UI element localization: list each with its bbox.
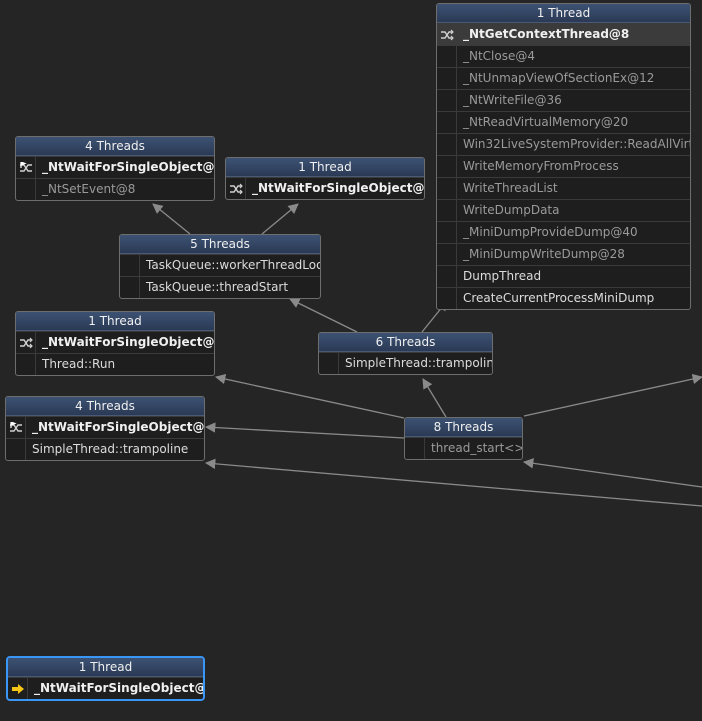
edge-8threads-to-6threads xyxy=(422,378,447,418)
edge-offscreen-to-4threads-b xyxy=(204,458,702,507)
frame-label: CreateCurrentProcessMiniDump xyxy=(463,291,655,305)
stack-frame[interactable]: _NtUnmapViewOfSectionEx@12 xyxy=(437,67,690,89)
frame-label: _NtSetEvent@8 xyxy=(42,182,136,196)
frame-label: _MiniDumpWriteDump@28 xyxy=(463,247,625,261)
frame-label: WriteMemoryFromProcess xyxy=(463,159,619,173)
frame-label: _MiniDumpProvideDump@40 xyxy=(463,225,638,239)
stack-frame[interactable]: TaskQueue::workerThreadLoop xyxy=(120,254,320,276)
edge-6threads-to-5threads xyxy=(289,298,358,333)
stack-frame[interactable]: _NtGetContextThread@8 xyxy=(437,23,690,45)
stack-node-4-threads-wait[interactable]: 4 Threads _NtWaitForSingleObject@12 _NtS… xyxy=(15,136,215,201)
edge-offscreen-to-8threads xyxy=(522,458,702,488)
stack-frame[interactable]: _NtReadVirtualMemory@20 xyxy=(437,111,690,133)
current-thread-arrow-icon xyxy=(8,678,28,699)
node-header: 1 Thread xyxy=(226,158,424,177)
stack-frame[interactable]: SimpleThread::trampoline xyxy=(319,352,492,374)
edge-8threads-to-offscreen-right xyxy=(523,373,702,417)
stack-node-1-thread-current[interactable]: 1 Thread _NtWaitForSingleObject@12 xyxy=(6,656,205,701)
stack-frame[interactable]: _NtClose@4 xyxy=(437,45,690,67)
stack-node-1-thread-run[interactable]: 1 Thread _NtWaitForSingleObject@12 Threa… xyxy=(15,311,215,376)
frame-label: SimpleThread::trampoline xyxy=(345,356,492,370)
frame-label: _NtClose@4 xyxy=(463,49,536,63)
stack-node-1-thread-dump[interactable]: 1 Thread _NtGetContextThread@8 _NtClose@… xyxy=(436,3,691,310)
threads-switch-icon xyxy=(226,178,246,199)
node-header: 1 Thread xyxy=(8,658,203,677)
frame-label: _NtWaitForSingleObject@12 xyxy=(42,335,214,349)
node-header: 4 Threads xyxy=(16,137,214,156)
frame-label: _NtWaitForSingleObject@12 xyxy=(252,181,424,195)
stack-frame[interactable]: _NtWaitForSingleObject@12 xyxy=(6,416,204,438)
stack-node-6-threads-trampoline[interactable]: 6 Threads SimpleThread::trampoline xyxy=(318,332,493,375)
stack-frame[interactable]: CreateCurrentProcessMiniDump xyxy=(437,287,690,309)
edge-8threads-to-1thread-c xyxy=(214,373,405,419)
frame-label: _NtWaitForSingleObject@12 xyxy=(32,420,204,434)
frame-label: _NtWaitForSingleObject@12 xyxy=(42,160,214,174)
stack-frame[interactable]: Thread::Run xyxy=(16,353,214,375)
frame-label: thread_start<> xyxy=(431,441,522,455)
frame-label: WriteThreadList xyxy=(463,181,558,195)
node-header: 8 Threads xyxy=(405,418,522,437)
frame-label: SimpleThread::trampoline xyxy=(32,442,189,456)
stack-frame[interactable]: WriteMemoryFromProcess xyxy=(437,155,690,177)
threads-flag-icon xyxy=(16,157,36,178)
stack-frame[interactable]: _NtSetEvent@8 xyxy=(16,178,214,200)
node-header: 4 Threads xyxy=(6,397,204,416)
node-header: 1 Thread xyxy=(16,312,214,331)
stack-frame[interactable]: DumpThread xyxy=(437,265,690,287)
stack-frame[interactable]: _NtWriteFile@36 xyxy=(437,89,690,111)
frame-label: _NtUnmapViewOfSectionEx@12 xyxy=(463,71,655,85)
stack-frame[interactable]: Win32LiveSystemProvider::ReadAllVirtual xyxy=(437,133,690,155)
frame-label: _NtWriteFile@36 xyxy=(463,93,562,107)
frame-label: WriteDumpData xyxy=(463,203,560,217)
edge-5threads-to-1thread xyxy=(261,203,299,235)
frame-label: TaskQueue::workerThreadLoop xyxy=(146,258,320,272)
frame-label: TaskQueue::threadStart xyxy=(146,280,289,294)
edge-8threads-to-4threads-b xyxy=(204,422,405,439)
frame-label: DumpThread xyxy=(463,269,542,283)
threads-switch-icon xyxy=(437,24,457,45)
frame-label: Win32LiveSystemProvider::ReadAllVirtual xyxy=(463,137,690,151)
frame-label: _NtReadVirtualMemory@20 xyxy=(463,115,629,129)
stack-frame[interactable]: _MiniDumpWriteDump@28 xyxy=(437,243,690,265)
stack-frame[interactable]: _NtWaitForSingleObject@12 xyxy=(16,156,214,178)
frame-label: _NtWaitForSingleObject@12 xyxy=(34,681,203,695)
frame-label: _NtGetContextThread@8 xyxy=(463,27,630,41)
stack-node-4-threads-trampoline[interactable]: 4 Threads _NtWaitForSingleObject@12 Simp… xyxy=(5,396,205,461)
stack-frame[interactable]: WriteDumpData xyxy=(437,199,690,221)
stack-node-1-thread-wait[interactable]: 1 Thread _NtWaitForSingleObject@12 xyxy=(225,157,425,200)
node-header: 1 Thread xyxy=(437,4,690,23)
stack-frame[interactable]: TaskQueue::threadStart xyxy=(120,276,320,298)
frame-label: Thread::Run xyxy=(42,357,116,371)
threads-flag-icon xyxy=(6,417,26,438)
stack-frame[interactable]: _MiniDumpProvideDump@40 xyxy=(437,221,690,243)
stack-frame[interactable]: SimpleThread::trampoline xyxy=(6,438,204,460)
stack-frame[interactable]: WriteThreadList xyxy=(437,177,690,199)
stack-frame[interactable]: thread_start<> xyxy=(405,437,522,459)
stack-node-8-threads-start[interactable]: 8 Threads thread_start<> xyxy=(404,417,523,460)
stack-frame[interactable]: _NtWaitForSingleObject@12 xyxy=(8,677,203,699)
stack-node-5-threads-taskqueue[interactable]: 5 Threads TaskQueue::workerThreadLoop Ta… xyxy=(119,234,321,299)
node-header: 5 Threads xyxy=(120,235,320,254)
node-header: 6 Threads xyxy=(319,333,492,352)
stack-frame[interactable]: _NtWaitForSingleObject@12 xyxy=(16,331,214,353)
stack-frame[interactable]: _NtWaitForSingleObject@12 xyxy=(226,177,424,199)
edge-5threads-to-4threads xyxy=(152,203,191,235)
threads-switch-icon xyxy=(16,332,36,353)
